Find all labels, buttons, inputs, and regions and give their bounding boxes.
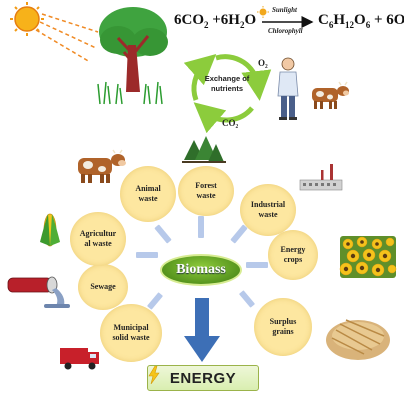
down-arrow xyxy=(184,298,220,362)
petal-sewage: Sewage xyxy=(78,264,128,310)
o2-label: O₂ xyxy=(258,58,268,68)
sun-icon xyxy=(10,2,44,36)
tree-icon xyxy=(97,7,168,105)
sunlight-icon xyxy=(257,6,269,18)
grains-icon xyxy=(326,319,390,360)
cow-icon xyxy=(78,149,126,183)
chlorophyll-label: Chlorophyll xyxy=(268,27,303,35)
photosynthesis-products: C6H12O6 + 6O2 xyxy=(318,12,404,30)
nutrient-cycle xyxy=(183,54,272,134)
biomass-center: Biomass xyxy=(160,254,242,286)
garbage-truck-icon xyxy=(60,348,99,370)
cow-icon xyxy=(312,81,349,109)
pine-trees-icon xyxy=(182,136,226,163)
corn-icon xyxy=(40,213,60,247)
lightning-icon xyxy=(148,366,160,384)
energy-output-box: ENERGY xyxy=(147,365,259,391)
biomass-rays xyxy=(136,216,268,310)
person-icon xyxy=(277,57,299,120)
co2-label: CO₂ xyxy=(222,118,239,128)
energy-label: ENERGY xyxy=(169,369,237,387)
sunlight-label: Sunlight xyxy=(272,6,297,14)
factory-icon xyxy=(299,164,343,191)
sunflower-field-icon xyxy=(339,236,397,278)
photosynthesis-reactants: 6CO2 +6H2O xyxy=(174,12,257,30)
sewage-pipe-icon xyxy=(7,276,70,308)
